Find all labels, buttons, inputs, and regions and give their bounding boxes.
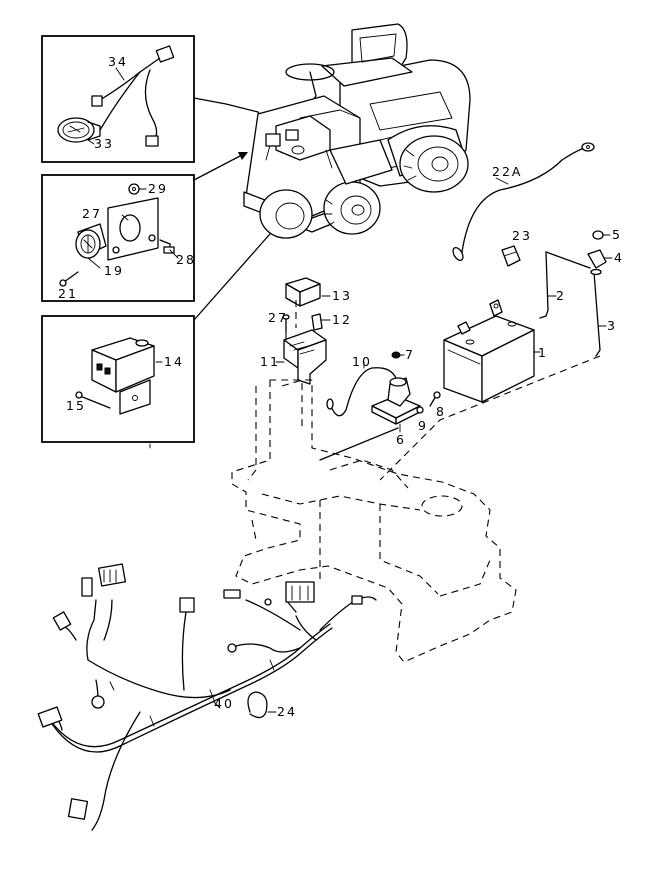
part-22a-cable — [452, 142, 595, 262]
frame-dashed-outline — [231, 379, 517, 663]
part-1-battery — [443, 299, 541, 403]
part-8-bolt — [429, 391, 441, 407]
callout-9: 9 — [418, 418, 428, 433]
part-27-screw — [282, 314, 290, 333]
part-23-clip — [501, 245, 521, 267]
part-13-cover — [285, 277, 331, 307]
callout-2: 2 — [556, 288, 566, 303]
part-9-washer — [416, 406, 424, 414]
callout-19: 19 — [104, 263, 124, 278]
callout-34: 34 — [108, 54, 128, 69]
callout-22a: 22A — [492, 164, 522, 179]
callout-40: 40 — [214, 696, 234, 711]
part-11-fuse-block — [275, 329, 327, 385]
part-10-cable — [326, 361, 401, 417]
tractor-illustration — [243, 23, 471, 239]
callout-29: 29 — [148, 181, 168, 196]
callout-21: 21 — [58, 286, 78, 301]
inset-box-socket — [41, 174, 195, 302]
callout-27-b: 27 — [82, 206, 102, 221]
callout-1: 1 — [538, 345, 548, 360]
callout-33: 33 — [94, 136, 114, 151]
rod-dashed-leader — [379, 355, 601, 481]
callout-12: 12 — [332, 312, 352, 327]
callout-7: 7 — [405, 347, 415, 362]
callout-11: 11 — [260, 354, 280, 369]
callout-5: 5 — [612, 227, 622, 242]
callout-labels: 1 2 3 4 5 6 7 8 9 10 11 12 13 14 15 19 2… — [58, 54, 624, 719]
callout-4: 4 — [614, 250, 624, 265]
solenoid-leader — [319, 427, 399, 461]
callout-3: 3 — [607, 318, 617, 333]
part-24-cable-tie — [247, 691, 277, 719]
part-6-solenoid — [371, 377, 421, 433]
part-12-fuse — [311, 313, 331, 331]
leader-socket — [193, 155, 241, 181]
callout-28: 28 — [176, 252, 196, 267]
part-4-wing-nut — [587, 249, 613, 276]
callout-8: 8 — [436, 404, 446, 419]
callout-24: 24 — [277, 704, 297, 719]
callout-23: 23 — [512, 228, 532, 243]
callout-15: 15 — [66, 398, 86, 413]
part-3-hold-down-rod — [593, 271, 607, 357]
callout-10: 10 — [352, 354, 372, 369]
inset-box-relay — [41, 315, 195, 443]
part-5-nut — [592, 230, 611, 240]
callout-13: 13 — [332, 288, 352, 303]
callout-6: 6 — [396, 432, 406, 447]
callout-14: 14 — [164, 354, 184, 369]
callout-27-a: 27 — [268, 310, 288, 325]
part-40-wiring-harness — [37, 563, 377, 831]
part-7-nut — [391, 351, 405, 359]
part-2-hold-down-rod — [539, 251, 591, 319]
inset-box-gauge — [41, 35, 195, 163]
